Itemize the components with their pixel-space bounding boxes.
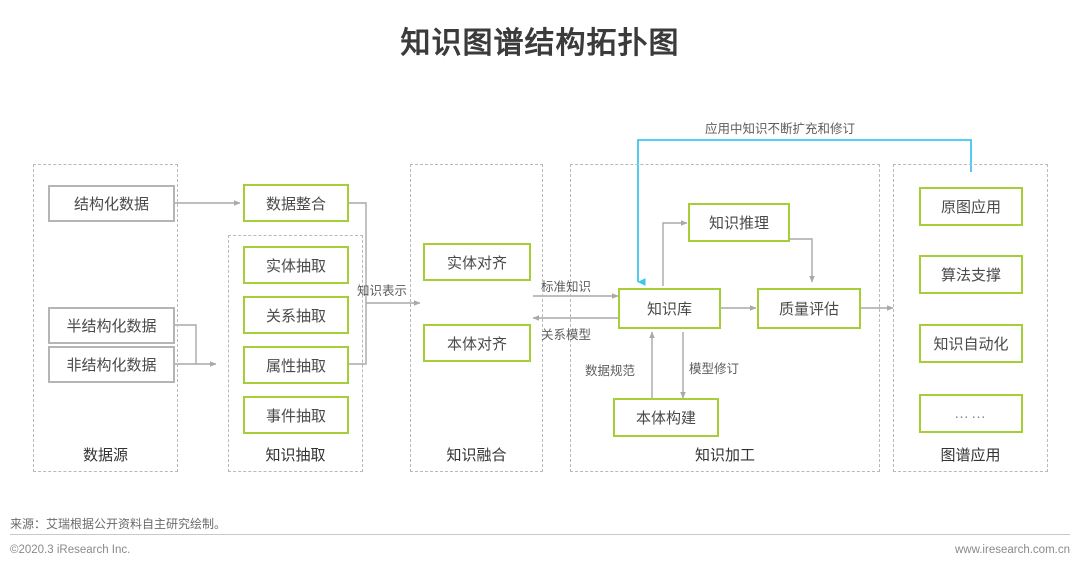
node-semi-structured-data[interactable]: 半结构化数据 xyxy=(48,307,175,344)
node-quality-evaluation[interactable]: 质量评估 xyxy=(757,288,861,329)
section-knowledge-process xyxy=(570,164,880,472)
node-event-extraction[interactable]: 事件抽取 xyxy=(243,396,349,434)
edge-label-model-revision: 模型修订 xyxy=(689,362,740,376)
edge-label-standard-knowledge: 标准知识 xyxy=(541,280,592,294)
footer-divider xyxy=(10,534,1070,535)
section-knowledge-extract xyxy=(228,235,363,472)
node-structured-data[interactable]: 结构化数据 xyxy=(48,185,175,222)
node-unstructured-data[interactable]: 非结构化数据 xyxy=(48,346,175,383)
node-entity-extraction[interactable]: 实体抽取 xyxy=(243,246,349,284)
edge-label-knowledge-representation: 知识表示 xyxy=(357,284,408,298)
website-link[interactable]: www.iresearch.com.cn xyxy=(954,544,1070,556)
node-ontology-construction[interactable]: 本体构建 xyxy=(613,398,719,437)
section-label-graph-application: 图谱应用 xyxy=(940,447,1001,464)
section-label-knowledge-process: 知识加工 xyxy=(694,447,755,464)
node-knowledge-base[interactable]: 知识库 xyxy=(618,288,721,329)
page-title: 知识图谱结构拓扑图 xyxy=(400,27,680,60)
node-knowledge-automation[interactable]: 知识自动化 xyxy=(919,324,1023,363)
edge-label-data-specification: 数据规范 xyxy=(585,364,636,378)
section-data-source xyxy=(33,164,178,472)
section-label-data-source: 数据源 xyxy=(82,447,128,464)
node-data-integration[interactable]: 数据整合 xyxy=(243,184,349,222)
node-knowledge-reasoning[interactable]: 知识推理 xyxy=(688,203,790,242)
source-note: 来源：艾瑞根据公开资料自主研究绘制。 xyxy=(10,517,227,531)
section-knowledge-fusion xyxy=(410,164,543,472)
section-label-knowledge-fusion: 知识融合 xyxy=(446,447,507,464)
copyright-text: ©2020.3 iResearch Inc. xyxy=(10,544,131,556)
node-ontology-alignment[interactable]: 本体对齐 xyxy=(423,324,531,362)
section-label-knowledge-extract: 知识抽取 xyxy=(265,447,326,464)
node-original-graph-app[interactable]: 原图应用 xyxy=(919,187,1023,226)
edge-label-feedback-loop: 应用中知识不断扩充和修订 xyxy=(705,122,856,136)
node-attribute-extraction[interactable]: 属性抽取 xyxy=(243,346,349,384)
node-algorithm-support[interactable]: 算法支撑 xyxy=(919,255,1023,294)
section-graph-application xyxy=(893,164,1048,472)
edge-label-relation-model: 关系模型 xyxy=(541,328,592,342)
node-relation-extraction[interactable]: 关系抽取 xyxy=(243,296,349,334)
node-entity-alignment[interactable]: 实体对齐 xyxy=(423,243,531,281)
edge-semi-to-extraction xyxy=(175,324,217,367)
node-ellipsis[interactable]: …… xyxy=(919,394,1023,433)
